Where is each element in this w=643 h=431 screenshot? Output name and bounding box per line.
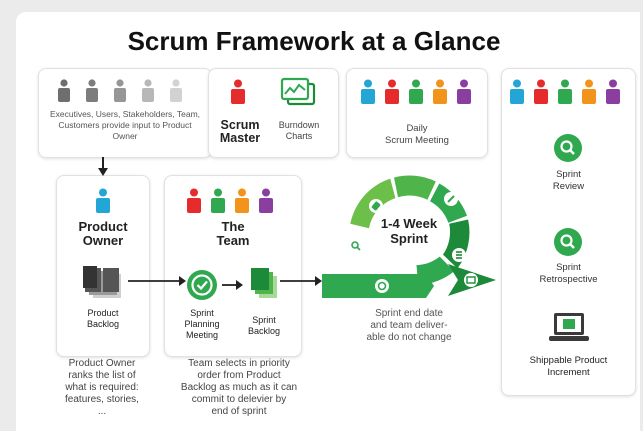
person-icon [510,79,524,104]
person-icon [142,79,154,102]
backlog-to-sprint-arrow [280,276,322,286]
sprint-note-line1: Sprint end date [375,308,443,319]
list-icon [452,248,466,262]
team-desc-line1: Team selects in priority [188,358,290,369]
product-owner-desc-line1: Product Owner [68,358,136,369]
team-title-line1: The [221,219,245,234]
sprint-center-line1: 1-4 Week [380,216,438,231]
product-owner-card: Product Owner Product Backlog [56,175,150,357]
team-title-line2: Team [216,233,250,248]
person-icon [211,188,225,213]
person-icon [582,79,596,104]
daily-scrum-line2: Scrum Meeting [385,135,449,146]
person-icon [235,188,249,213]
team-desc-line3: Backlog as much as it can [180,382,298,393]
burndown-chart-icon [280,77,316,106]
person-icon [259,188,273,213]
planning-to-backlog-arrow [222,280,243,290]
scrum-master-card: Scrum Master Burndown Charts [208,68,339,158]
sprint-review-line2: Review [552,181,585,192]
refresh-icon [375,279,389,293]
sprint-planning-label-line1: Sprint [190,308,214,318]
sprint-backlog-label-line1: Sprint [252,315,276,325]
product-owner-desc-line5: ... [97,406,107,417]
product-owner-icon [96,188,110,213]
sprint-planning-icon [187,270,217,300]
shippable-line1: Shippable Product [529,355,608,366]
laptop-icon [549,313,589,341]
backlog-to-planning-arrow [128,276,186,286]
person-icon [433,79,447,104]
product-owner-title-line2: Owner [82,233,124,248]
stakeholders-text: Executives, Users, Stakeholders, Team, C… [49,109,201,141]
sprint-center-line2: Sprint [390,231,428,246]
page-title: Scrum Framework at a Glance [127,26,501,56]
product-backlog-label-line1: Product [87,308,119,318]
sprint-planning-label-line3: Meeting [185,330,219,340]
person-icon [385,79,399,104]
scrum-master-label-line2: Master [219,131,261,145]
sprint-review-icon [554,134,582,162]
team-desc-line2: order from Product [197,370,281,381]
sprint-backlog-icon [251,268,277,298]
daily-scrum-people-icons [361,79,471,104]
product-owner-title-line1: Product [78,219,128,234]
scrum-master-label-line1: Scrum [220,118,260,132]
team-desc-line5: end of sprint [211,406,267,417]
stakeholders-card: Executives, Users, Stakeholders, Team, C… [38,68,212,158]
review-people-icons [510,79,620,104]
edit-icon [444,192,458,206]
search-icon [349,239,363,253]
person-icon [114,79,126,102]
sprint-review-line1: Sprint [556,169,581,180]
person-icon [86,79,98,102]
infographic-canvas: Scrum Framework at a Glance Executives, … [16,12,640,431]
person-icon [457,79,471,104]
person-icon [534,79,548,104]
person-icon [558,79,572,104]
burndown-label-line1: Burndown [278,120,320,130]
screen-icon [464,273,478,287]
wrench-icon [369,199,383,213]
sprint-planning-label-line2: Planning [184,319,220,329]
sprint-backlog-label-line2: Backlog [247,326,281,336]
sprint-cycle-graphic [322,175,496,298]
product-owner-desc-line4: features, stories, [65,394,139,405]
review-card: Sprint Review Sprint Retrospective Shipp… [501,68,636,396]
stakeholder-people-icons [58,79,182,102]
daily-scrum-card: Daily Scrum Meeting [346,68,488,158]
team-people-icons [187,188,273,213]
input-down-arrow [98,157,108,176]
sprint-note-line2: and team deliver- [370,320,448,331]
person-icon [606,79,620,104]
person-icon [58,79,70,102]
scrum-master-icon [231,79,245,104]
product-backlog-label-line2: Backlog [86,319,120,329]
sprint-retrospective-line2: Retrospective [539,274,598,285]
person-icon [187,188,201,213]
person-icon [409,79,423,104]
product-owner-desc-line2: ranks the list of [68,370,136,381]
team-card: The Team Sprint Planning Meeting Sprint … [164,175,302,357]
team-desc-line4: commit to delevier by [191,394,287,405]
burndown-label-line2: Charts [285,131,313,141]
person-icon [361,79,375,104]
sprint-ring-segment [394,175,436,200]
person-icon [170,79,182,102]
daily-scrum-line1: Daily [406,123,428,134]
product-owner-desc-line3: what is required: [65,382,139,393]
sprint-note-line3: able do not change [366,332,452,343]
sprint-retrospective-line1: Sprint [556,262,581,273]
product-backlog-icon [83,266,121,298]
shippable-line2: Increment [547,367,590,378]
sprint-retrospective-icon [554,228,582,256]
